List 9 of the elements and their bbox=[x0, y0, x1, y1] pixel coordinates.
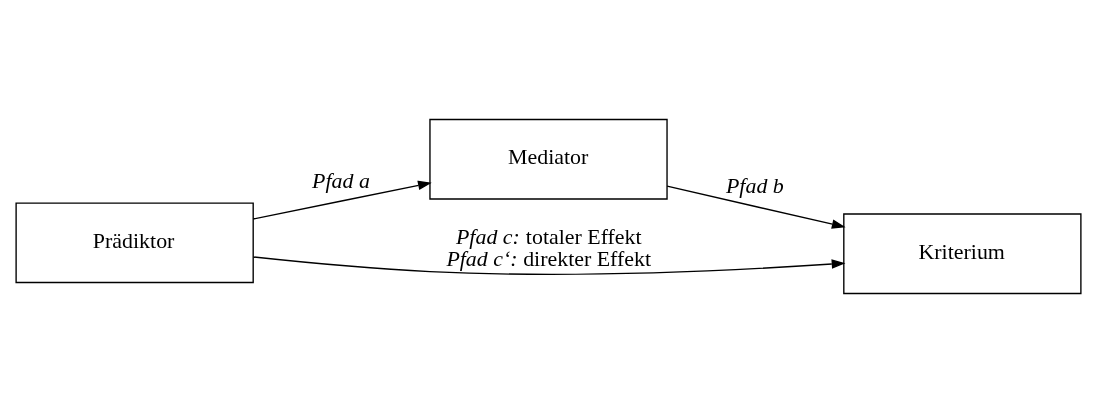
node-box: Mediator bbox=[429, 118, 668, 200]
arrow bbox=[666, 185, 846, 229]
edge-label: Pfad c: totaler Effekt Pfad c‘: direkter Effekt bbox=[446, 223, 652, 271]
edge-label: Pfad b bbox=[725, 172, 784, 198]
arrow bbox=[252, 180, 432, 220]
arrow bbox=[252, 255, 846, 275]
node-box: Prädiktor bbox=[15, 201, 254, 283]
node-box: Kriterium bbox=[843, 212, 1082, 294]
edge-label: Pfad a bbox=[312, 167, 370, 193]
